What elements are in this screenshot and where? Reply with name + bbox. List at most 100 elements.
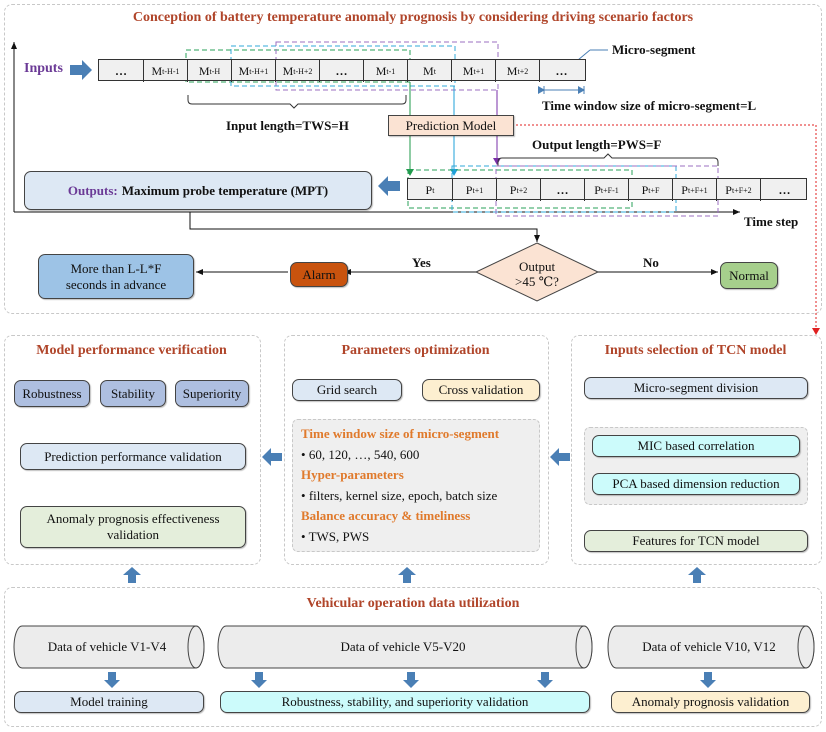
criteria-superiority: Superiority: [175, 380, 249, 407]
output-seq-cell-base: P: [509, 182, 517, 197]
output-seq-cell-sub: t+F: [648, 185, 660, 195]
cross-validation-box: Cross validation: [422, 379, 540, 401]
outputs-box: Outputs: Maximum probe temperature (MPT): [24, 171, 372, 210]
input-seq-cell-base: …: [555, 63, 568, 78]
advance-line2: seconds in advance: [65, 276, 167, 292]
decision-line1: Output: [518, 259, 556, 274]
opt-bullet-balance-text: TWS, PWS: [308, 528, 370, 544]
grid-search-box: Grid search: [292, 379, 402, 401]
cylinder-v1-v4: [13, 625, 205, 669]
verification-title: Model performance verification: [36, 343, 227, 358]
time-step-label: Time step: [744, 214, 799, 229]
input-seq-cell-sub: t+2: [517, 66, 529, 76]
opt-bullet-hyper-text: filters, kernel size, epoch, batch size: [308, 487, 498, 503]
input-seq-cell-base: …: [115, 63, 127, 78]
input-length-label: Input length=TWS=H: [226, 118, 349, 133]
pca-reduction-box: PCA based dimension reduction: [592, 473, 800, 495]
output-seq-cell-base: P: [425, 182, 433, 197]
input-seq-cell-sub: t-H+2: [293, 66, 313, 76]
outputs-text: Maximum probe temperature (MPT): [121, 182, 329, 198]
anomaly-validation-line1: Anomaly prognosis effectiveness: [46, 511, 220, 526]
input-seq-cell-base: M: [238, 63, 250, 78]
input-seq-cell-sub: t: [433, 66, 436, 76]
output-length-label: Output length=PWS=F: [532, 137, 662, 152]
advance-box: More than L-L*F seconds in advance: [38, 254, 194, 299]
input-length-brace: [187, 95, 407, 109]
criteria-stability: Stability: [100, 380, 166, 407]
micro-segment-label: Micro-segment: [612, 42, 696, 57]
opt-heading-hyper: Hyper-parameters: [301, 467, 404, 482]
input-seq-cell-base: M: [506, 63, 518, 78]
dataset-v1-v4: Data of vehicle V1-V4: [47, 639, 167, 654]
output-seq-cell: …: [541, 179, 585, 201]
cylinder-v10-v12: [607, 625, 815, 669]
input-seq-cell-base: M: [423, 63, 434, 78]
output-seq-cell-sub: t+1: [472, 185, 484, 195]
output-seq-cell-sub: t: [432, 185, 435, 195]
cylinder-v5-v20: [217, 625, 593, 669]
dataset-v5-v20: Data of vehicle V5-V20: [340, 639, 466, 654]
decision-diamond: [474, 242, 600, 302]
micro-segment-division-box: Micro-segment division: [584, 377, 808, 399]
anomaly-validation-line2: validation: [107, 527, 159, 542]
advance-line1: More than L-L*F: [70, 260, 162, 276]
inputs-label: Inputs: [24, 61, 63, 76]
output-seq-cell-sub: t+F-1: [600, 185, 619, 195]
input-seq-cell-sub: t-H+1: [249, 66, 269, 76]
optimization-details: Time window size of micro-segment • 60, …: [292, 419, 540, 552]
dataset-v10-v12: Data of vehicle V10, V12: [642, 639, 776, 654]
opt-bullet-balance: • TWS, PWS: [301, 528, 370, 544]
output-seq-cell-base: P: [594, 182, 601, 197]
prediction-performance-validation: Prediction performance validation: [20, 443, 246, 470]
time-window-label: Time window size of micro-segment=L: [542, 98, 757, 113]
no-label: No: [643, 255, 659, 270]
output-length-brace: [497, 153, 719, 166]
optimization-title: Parameters optimization: [341, 343, 490, 358]
output-seq-cell-base: P: [465, 182, 473, 197]
output-seq-cell-base: P: [641, 182, 649, 197]
anomaly-effectiveness-validation: Anomaly prognosis effectiveness validati…: [20, 506, 246, 548]
opt-heading-time-window: Time window size of micro-segment: [301, 426, 500, 441]
opt-bullet-time-window: • 60, 120, …, 540, 600: [301, 446, 420, 462]
mic-correlation-box: MIC based correlation: [592, 435, 800, 457]
input-seq-cell-base: M: [462, 63, 474, 78]
rss-validation-box: Robustness, stability, and superiority v…: [220, 691, 590, 713]
decision-text: Output >45 ℃?: [490, 259, 584, 289]
red-dotted-link: [516, 124, 820, 335]
prediction-model-box: Prediction Model: [388, 115, 514, 136]
criteria-robustness: Robustness: [14, 380, 90, 407]
opt-bullet-hyper: • filters, kernel size, epoch, batch siz…: [301, 487, 498, 503]
input-seq-cell-base: M: [282, 63, 294, 78]
top-panel-title: Conception of battery temperature anomal…: [132, 10, 694, 25]
yes-label: Yes: [412, 255, 431, 270]
input-seq-cell-sub: t+1: [473, 66, 485, 76]
normal-box: Normal: [720, 262, 778, 289]
output-seq-cell-sub: t+2: [516, 185, 528, 195]
output-seq-cell: …: [761, 179, 808, 201]
output-seq-cell-base: …: [556, 182, 569, 197]
input-seq-cell-base: M: [375, 63, 387, 78]
input-seq-cell-base: M: [151, 63, 163, 78]
output-seq-cell-sub: t+F+1: [687, 185, 708, 195]
input-seq-cell: …: [320, 60, 364, 82]
features-tcn-box: Features for TCN model: [584, 530, 808, 552]
anomaly-prognosis-validation-box: Anomaly prognosis validation: [611, 691, 810, 713]
model-training-box: Model training: [14, 691, 204, 713]
input-seq-cell-base: M: [198, 63, 210, 78]
output-seq-cell-base: P: [725, 182, 732, 197]
